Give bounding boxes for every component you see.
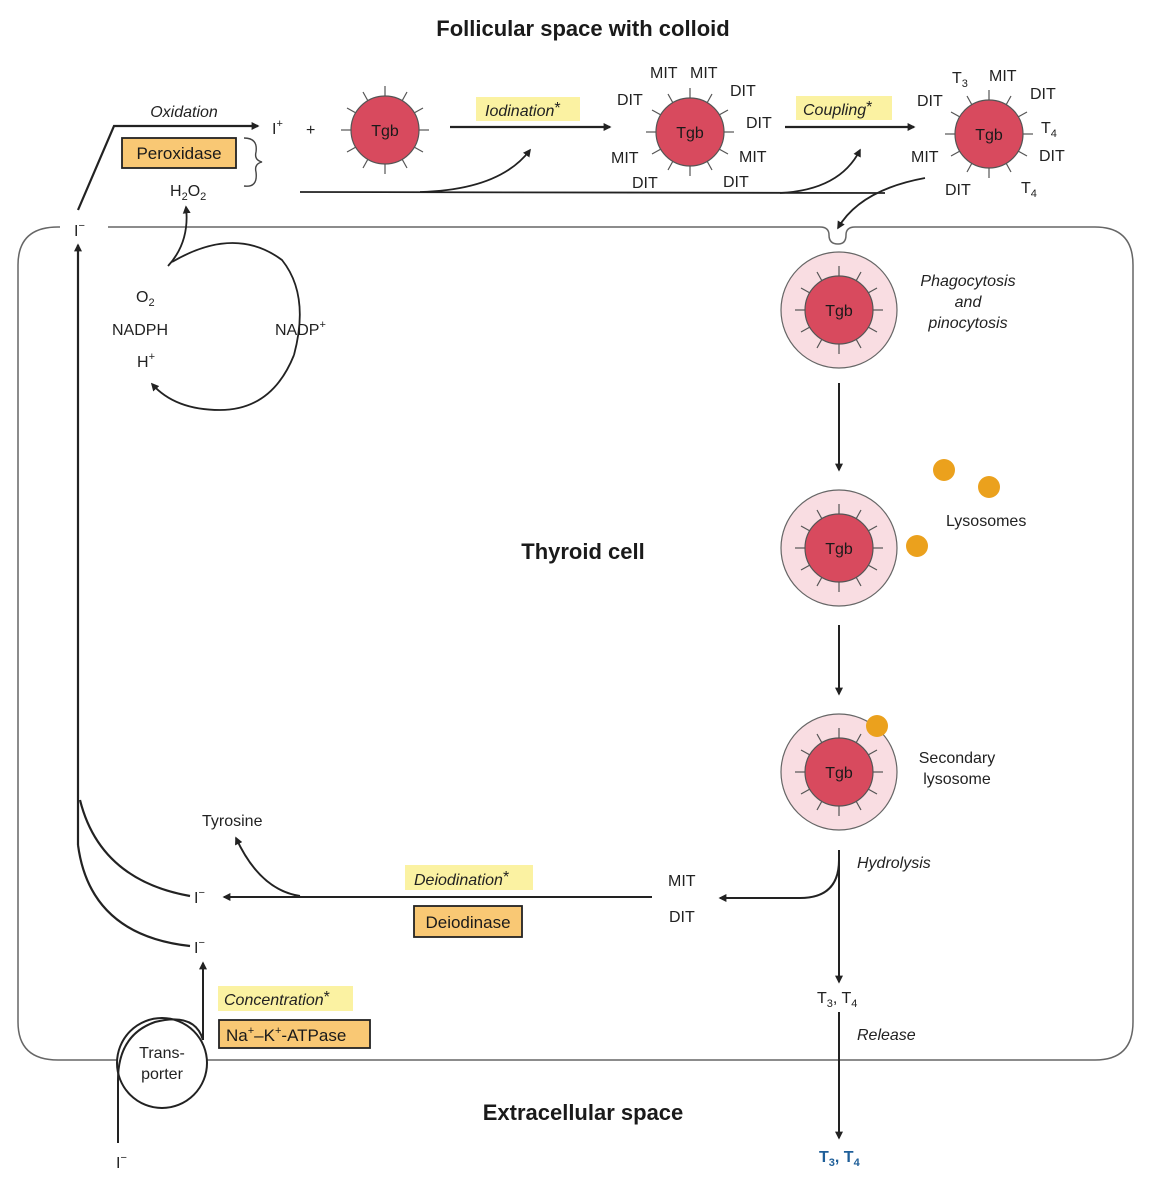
atpase-box bbox=[218, 1019, 371, 1049]
secondary-lysosome-label-1: Secondary bbox=[919, 750, 996, 767]
iodination-highlight bbox=[476, 97, 580, 121]
tgb2-dit-4: DIT bbox=[632, 175, 658, 192]
deiodinase-box bbox=[413, 905, 523, 938]
atpase-label: Na+–K+-ATPase bbox=[226, 1025, 346, 1045]
h-plus-label: H+ bbox=[137, 351, 155, 371]
deiodination-label: Deiodination* bbox=[414, 869, 509, 889]
tgb3-t3: T3 bbox=[952, 70, 968, 90]
dit-label: DIT bbox=[669, 909, 695, 926]
h2o2-to-coupling-arrow bbox=[779, 148, 861, 194]
tgb3-dit-2: DIT bbox=[917, 93, 943, 110]
plus-sign: + bbox=[306, 122, 315, 139]
tgb3-dit-1: DIT bbox=[1030, 86, 1056, 103]
extracellular-iodide-label: I− bbox=[116, 1152, 127, 1172]
iodination-label: Iodination* bbox=[485, 100, 561, 120]
t3-t4-released-label: T3, T4 bbox=[819, 1149, 861, 1169]
tgb3-t4-2: T4 bbox=[1021, 180, 1037, 200]
phagocytic-vesicle: Tgb bbox=[780, 251, 898, 369]
release-label: Release bbox=[857, 1027, 916, 1044]
deiodination-highlight bbox=[405, 865, 533, 890]
phagocytosis-label-2: and bbox=[955, 294, 983, 311]
peroxidase-box bbox=[121, 137, 237, 169]
endocytosis-arrow bbox=[837, 177, 926, 230]
coupling-label: Coupling* bbox=[803, 99, 872, 119]
iodide-to-oxidation-arrow bbox=[76, 122, 260, 211]
oxidation-label: Oxidation bbox=[150, 104, 218, 121]
tgb2-dit-3: DIT bbox=[746, 115, 772, 132]
brace bbox=[243, 137, 263, 187]
cell-membrane bbox=[17, 226, 1134, 1061]
tgb3-dit-4: DIT bbox=[945, 182, 971, 199]
tgb3-dit-3: DIT bbox=[1039, 148, 1065, 165]
nadph-cycle-top-arc bbox=[171, 242, 301, 356]
hydrolysis-label: Hydrolysis bbox=[857, 855, 931, 872]
coupling-highlight bbox=[796, 96, 892, 120]
vesicle-with-lysosomes: Tgb bbox=[780, 489, 898, 607]
lysosome-1 bbox=[933, 459, 955, 481]
recycled-iodide-label-2: I− bbox=[194, 937, 205, 957]
svg-text:Tgb: Tgb bbox=[825, 765, 853, 782]
thyroglobulin-uniodinated: Tgb bbox=[340, 85, 430, 175]
tgb3-t4-1: T4 bbox=[1041, 120, 1057, 140]
extracellular-iodide-path bbox=[117, 1018, 204, 1143]
tyrosine-arrow bbox=[235, 836, 301, 897]
thyroid-cell-title: Thyroid cell bbox=[521, 539, 644, 564]
transporter-label-1: Trans- bbox=[139, 1045, 185, 1062]
tgb2-mit-3: MIT bbox=[611, 150, 639, 167]
nadp-label: NADP+ bbox=[275, 319, 326, 339]
recycled-iodide-label-1: I− bbox=[194, 887, 205, 907]
nadph-cycle-bottom-arc bbox=[150, 354, 295, 411]
mit-label: MIT bbox=[668, 873, 696, 890]
tgb2-mit-2: MIT bbox=[690, 65, 718, 82]
h2o2-to-iodination-arrow bbox=[419, 148, 531, 193]
deiodinase-label: Deiodinase bbox=[425, 913, 510, 932]
svg-text:Tgb: Tgb bbox=[825, 541, 853, 558]
follicular-space-title: Follicular space with colloid bbox=[436, 16, 729, 41]
concentration-label: Concentration* bbox=[224, 989, 330, 1009]
peroxidase-label: Peroxidase bbox=[136, 144, 221, 163]
svg-text:Tgb: Tgb bbox=[371, 123, 399, 140]
nadph-label: NADPH bbox=[112, 322, 168, 339]
secondary-lysosome-label-2: lysosome bbox=[923, 771, 991, 788]
tgb2-dit-5: DIT bbox=[723, 174, 749, 191]
tyrosine-label: Tyrosine bbox=[202, 813, 263, 830]
thyroglobulin-coupled: Tgb bbox=[944, 89, 1034, 179]
lysosome-2 bbox=[978, 476, 1000, 498]
svg-text:Tgb: Tgb bbox=[676, 125, 704, 142]
lysosome-3 bbox=[906, 535, 928, 557]
tgb2-dit-1: DIT bbox=[730, 83, 756, 100]
tgb3-mit-2: MIT bbox=[911, 149, 939, 166]
hydrolysis-to-mit-dit-arrow bbox=[718, 859, 840, 902]
oxidized-iodine-label: I+ bbox=[272, 118, 283, 138]
t3-t4-cell-label: T3, T4 bbox=[817, 990, 857, 1010]
iodide-membrane-label: I− bbox=[74, 220, 85, 240]
svg-text:Tgb: Tgb bbox=[975, 127, 1003, 144]
recycled-iodide-curve-1 bbox=[78, 799, 191, 898]
o2-to-h2o2-arrow bbox=[167, 205, 191, 267]
thyroglobulin-iodinated: Tgb bbox=[645, 87, 735, 177]
phagocytosis-label-1: Phagocytosis bbox=[920, 273, 1015, 290]
secondary-lysosome-vesicle: Tgb bbox=[780, 713, 898, 831]
o2-label: O2 bbox=[136, 289, 155, 309]
tgb2-mit-1: MIT bbox=[650, 65, 678, 82]
tgb2-mit-4: MIT bbox=[739, 149, 767, 166]
transporter-label-2: porter bbox=[141, 1066, 183, 1083]
phagocytosis-label-3: pinocytosis bbox=[927, 315, 1007, 332]
tgb3-mit-1: MIT bbox=[989, 68, 1017, 85]
lysosome-fused bbox=[866, 715, 888, 737]
lysosomes-label: Lysosomes bbox=[946, 513, 1026, 530]
extracellular-space-title: Extracellular space bbox=[483, 1100, 684, 1125]
concentration-highlight bbox=[218, 986, 353, 1011]
svg-text:Tgb: Tgb bbox=[825, 303, 853, 320]
recycled-iodide-curve-2 bbox=[76, 844, 191, 948]
transporter-circle bbox=[116, 1017, 208, 1109]
tgb2-dit-2: DIT bbox=[617, 92, 643, 109]
h2o2-label: H2O2 bbox=[170, 183, 206, 203]
